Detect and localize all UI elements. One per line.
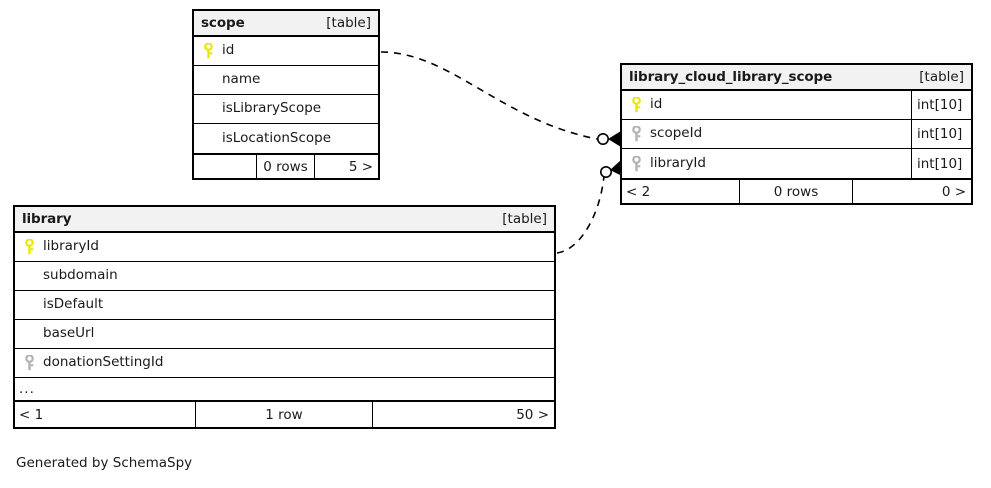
optional-circle-marker (599, 166, 612, 179)
footer-next-count[interactable]: 5 > (348, 158, 374, 175)
relationship-line (556, 175, 605, 254)
column-name: id (222, 42, 235, 59)
table-row[interactable]: donationSettingId (15, 349, 554, 378)
column-cell: baseUrl (15, 320, 554, 348)
table-header-scope: scope [table] (194, 11, 378, 37)
table-row[interactable]: baseUrl (15, 320, 554, 349)
primary-key-icon (200, 43, 217, 60)
column-cell: id (194, 37, 378, 65)
no-key-icon (200, 72, 217, 89)
column-name: isLocationScope (222, 129, 332, 146)
table-footer-scope: 0 rows 5 > (194, 153, 378, 178)
column-name: isLibraryScope (222, 100, 322, 117)
table-kind-label: [table] (502, 211, 547, 227)
foreign-key-icon (628, 155, 645, 172)
table-footer-library: < 1 1 row 50 > (15, 402, 554, 427)
footer-next-count[interactable]: 50 > (516, 406, 549, 423)
table-row[interactable]: id int[10] (622, 91, 971, 120)
column-cell: id (622, 91, 911, 119)
column-cell: name (194, 66, 378, 94)
column-cell: scopeId (622, 120, 911, 148)
footer-prev-count[interactable]: < 1 (19, 406, 44, 423)
table-title: library (22, 211, 72, 227)
table-row[interactable]: isLocationScope (194, 124, 378, 153)
column-name: scopeId (650, 125, 703, 142)
column-name: subdomain (43, 267, 118, 284)
column-cell: donationSettingId (15, 349, 554, 377)
column-cell: isDefault (15, 291, 554, 319)
optional-circle-marker (596, 133, 609, 146)
table-row[interactable]: libraryId int[10] (622, 149, 971, 178)
foreign-key-icon (628, 126, 645, 143)
column-name: isDefault (43, 296, 104, 313)
er-table-library[interactable]: library [table] libraryId subdomain (13, 205, 556, 429)
column-cell: isLocationScope (194, 124, 378, 153)
primary-key-icon (628, 97, 645, 114)
table-header-library-cloud-library-scope: library_cloud_library_scope [table] (622, 65, 971, 91)
table-footer-library-cloud-library-scope: < 2 0 rows 0 > (622, 178, 971, 203)
foreign-key-icon (21, 355, 38, 372)
footer-row-count: 1 row (195, 402, 373, 427)
er-table-scope[interactable]: scope [table] id name (192, 9, 380, 180)
table-row[interactable]: name (194, 66, 378, 95)
no-key-icon (200, 101, 217, 118)
er-table-library-cloud-library-scope[interactable]: library_cloud_library_scope [table] id i… (620, 63, 973, 205)
footer-prev-count[interactable]: < 2 (626, 183, 651, 200)
column-cell: isLibraryScope (194, 95, 378, 123)
table-title: library_cloud_library_scope (629, 69, 833, 85)
table-row[interactable]: subdomain (15, 262, 554, 291)
column-name: donationSettingId (43, 354, 164, 371)
relationship-library-to-lcls (556, 160, 622, 254)
column-name: name (222, 71, 261, 88)
table-row[interactable]: libraryId (15, 233, 554, 262)
footer-prev-count[interactable] (194, 155, 256, 178)
table-title: scope (201, 15, 245, 31)
relationship-line (380, 51, 598, 140)
footer-row-count: 0 rows (738, 180, 854, 203)
no-key-icon (21, 268, 38, 285)
primary-key-icon (21, 239, 38, 256)
no-key-icon (200, 130, 217, 147)
column-cell: libraryId (15, 233, 554, 261)
column-type: int[10] (911, 149, 971, 178)
column-name: id (650, 96, 663, 113)
column-name: libraryId (650, 154, 706, 171)
column-name: baseUrl (43, 325, 95, 342)
no-key-icon (21, 326, 38, 343)
footer-next-count[interactable]: 0 > (941, 183, 967, 200)
no-key-icon (21, 297, 38, 314)
column-type: int[10] (911, 120, 971, 148)
table-kind-label: [table] (326, 15, 371, 31)
table-row[interactable]: scopeId int[10] (622, 120, 971, 149)
column-cell: libraryId (622, 149, 911, 178)
table-row[interactable]: isDefault (15, 291, 554, 320)
more-columns-indicator[interactable]: ... (15, 378, 554, 402)
table-kind-label: [table] (919, 69, 964, 85)
table-header-library: library [table] (15, 207, 554, 233)
column-cell: subdomain (15, 262, 554, 290)
column-type: int[10] (911, 91, 971, 119)
footer-row-count: 0 rows (255, 155, 316, 178)
table-row[interactable]: id (194, 37, 378, 66)
column-name: libraryId (43, 238, 99, 255)
table-row[interactable]: isLibraryScope (194, 95, 378, 124)
relationship-scope-to-lcls (380, 51, 621, 147)
generated-by-credit: Generated by SchemaSpy (16, 455, 193, 471)
